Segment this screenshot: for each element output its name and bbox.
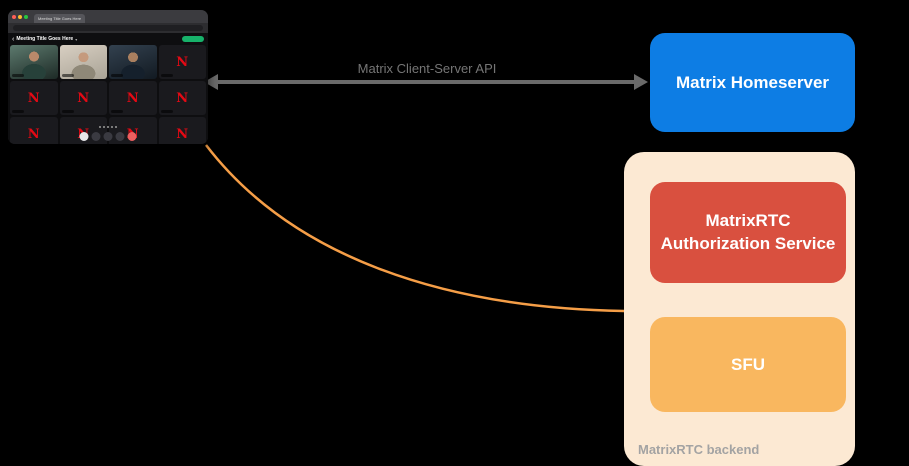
browser-tab-bar: Meeting Title Goes Here: [8, 10, 208, 23]
sfu-label: SFU: [731, 354, 765, 374]
client-server-arrowhead-left: [204, 74, 218, 90]
call-header: ‹ Meeting Title Goes Here ▾: [8, 33, 208, 45]
video-tile[interactable]: N: [158, 81, 206, 115]
meeting-title: Meeting Title Goes Here: [16, 36, 74, 42]
backend-group-label: MatrixRTC backend: [638, 442, 760, 457]
participant-nametag: [160, 74, 173, 77]
video-tile[interactable]: N: [158, 117, 206, 144]
hangup-button[interactable]: [127, 132, 137, 141]
participant-nametag: [12, 110, 24, 113]
call-status-pill[interactable]: [182, 36, 204, 42]
video-tile[interactable]: N: [59, 81, 107, 115]
sfu-node: SFU: [650, 317, 846, 412]
page-dot[interactable]: [115, 126, 117, 128]
window-zoom-button[interactable]: [24, 14, 28, 19]
auth-service-label: MatrixRTC Authorization Service: [660, 210, 836, 253]
client-sfu-connector: [205, 144, 625, 313]
page-dot[interactable]: [111, 126, 113, 128]
n-logo: N: [126, 90, 139, 106]
client-server-arrowhead-right: [634, 74, 648, 90]
browser-url-bar[interactable]: [8, 23, 208, 33]
more-options-button[interactable]: [115, 132, 125, 141]
participant-nametag: [12, 74, 24, 77]
video-tile[interactable]: N: [109, 81, 157, 115]
address-field[interactable]: [13, 25, 203, 31]
page-dot[interactable]: [99, 126, 101, 128]
n-logo: N: [27, 90, 40, 106]
homeserver-label: Matrix Homeserver: [675, 72, 830, 92]
window-minimize-button[interactable]: [18, 14, 22, 19]
backend-group: MatrixRTC Authorization Service SFU Matr…: [624, 152, 855, 466]
n-logo: N: [176, 54, 189, 70]
video-tile[interactable]: N: [10, 81, 58, 115]
participant-nametag: [160, 110, 173, 113]
n-logo: N: [176, 126, 189, 142]
window-close-button[interactable]: [12, 14, 16, 19]
n-logo: N: [176, 90, 189, 106]
camera-button[interactable]: [91, 132, 101, 141]
participant-nametag: [111, 74, 123, 77]
video-tile[interactable]: [109, 45, 157, 79]
participant-nametag: [61, 74, 74, 77]
participant-nametag: [111, 110, 123, 113]
screenshare-button[interactable]: [103, 132, 113, 141]
back-icon[interactable]: ‹: [12, 35, 15, 43]
n-logo: N: [27, 126, 40, 142]
video-tile[interactable]: N: [158, 45, 206, 79]
chevron-down-icon[interactable]: ▾: [75, 36, 78, 42]
video-tile[interactable]: [10, 45, 58, 79]
auth-service-node: MatrixRTC Authorization Service: [650, 182, 846, 283]
n-logo: N: [77, 90, 90, 106]
video-tile[interactable]: [59, 45, 107, 79]
page-dot[interactable]: [103, 126, 105, 128]
grid-page-dots: [99, 126, 117, 128]
browser-tab[interactable]: Meeting Title Goes Here: [34, 14, 86, 23]
client-server-api-label: Matrix Client-Server API: [357, 61, 497, 76]
call-app-content: ‹ Meeting Title Goes Here ▾ N N N N N N …: [8, 33, 208, 144]
video-grid: N N N N N N N N N: [8, 45, 208, 144]
video-tile[interactable]: N: [10, 117, 58, 144]
browser-tab-title: Meeting Title Goes Here: [38, 16, 82, 21]
call-controls: [79, 132, 137, 141]
page-dot[interactable]: [107, 126, 109, 128]
client-app-window: Meeting Title Goes Here ‹ Meeting Title …: [8, 10, 208, 144]
mic-button[interactable]: [79, 132, 89, 141]
homeserver-node: Matrix Homeserver: [650, 33, 855, 132]
participant-nametag: [61, 110, 74, 113]
